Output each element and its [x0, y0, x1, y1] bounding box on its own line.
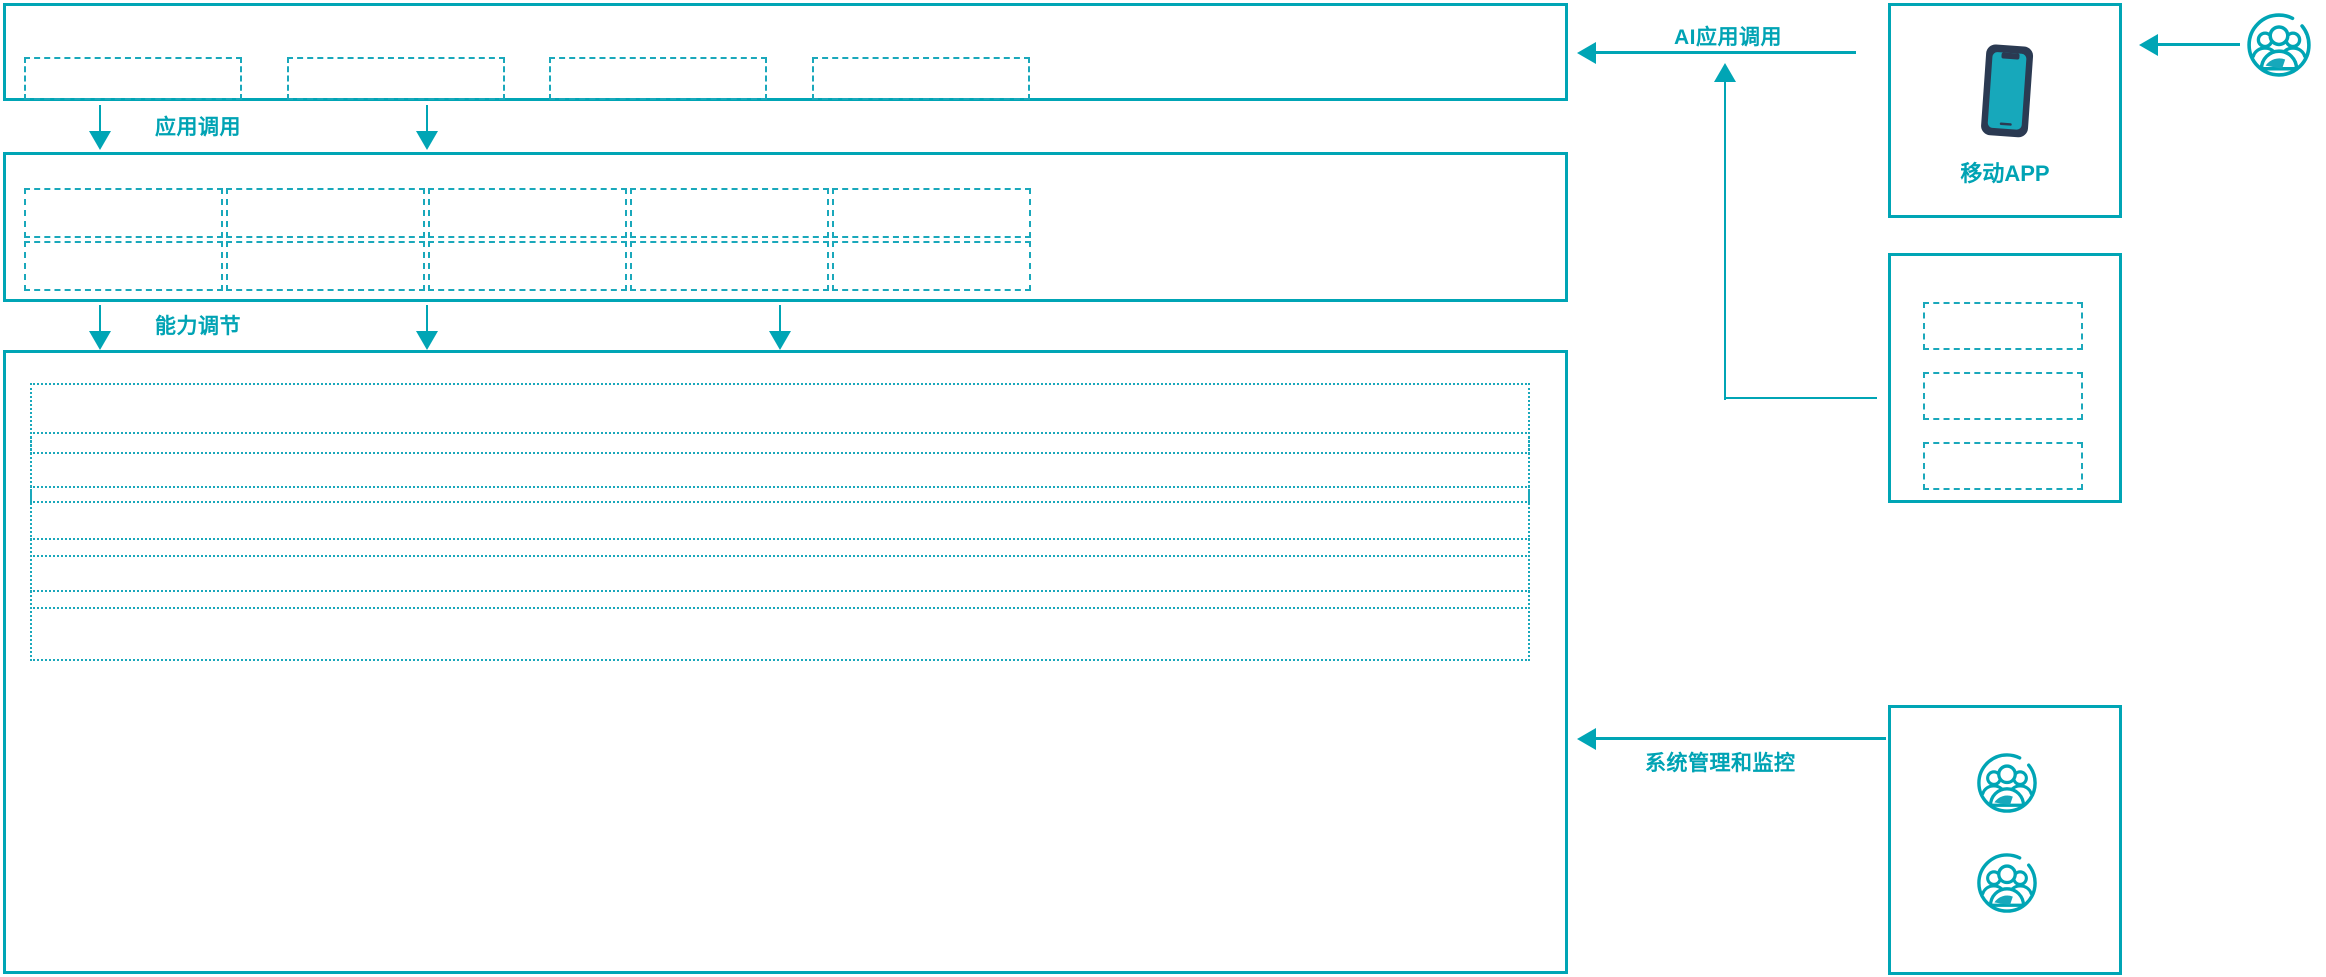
modules-to-ai-horizontal — [1724, 397, 1877, 399]
capability-adjust-label: 能力调节 — [155, 315, 241, 338]
users-group-icon — [1976, 752, 2038, 819]
capability-adjust-connector-mid — [426, 305, 428, 344]
system-manage-arrowhead — [1577, 728, 1596, 750]
application-box-3[interactable] — [549, 57, 767, 100]
capability-box-r1c4[interactable] — [630, 188, 829, 238]
application-box-1[interactable] — [24, 57, 242, 100]
enduser-to-app-line — [2158, 43, 2240, 46]
application-box-4[interactable] — [812, 57, 1030, 100]
modules-card-box-2[interactable] — [1923, 372, 2083, 420]
system-manage-line — [1596, 737, 1886, 740]
mobile-app-caption: 移动APP — [1960, 161, 2050, 186]
mobile-phone-icon — [1978, 44, 2040, 145]
capability-adjust-arrow-mid — [416, 331, 438, 350]
capability-adjust-arrow-left — [89, 331, 111, 350]
modules-card-box-1[interactable] — [1923, 302, 2083, 350]
capability-box-r2c2[interactable] — [226, 241, 425, 291]
ai-invoke-arrowhead — [1577, 42, 1596, 64]
platform-layer-panel — [3, 350, 1568, 974]
capability-adjust-connector-right — [779, 305, 781, 344]
app-invoke-arrow-left — [89, 131, 111, 150]
operators-card[interactable] — [1888, 705, 2122, 975]
enduser-to-app-arrowhead — [2139, 34, 2158, 56]
platform-bar-4[interactable] — [30, 538, 1530, 609]
capability-box-r2c5[interactable] — [832, 241, 1031, 291]
capability-box-r1c2[interactable] — [226, 188, 425, 238]
platform-bar-5[interactable] — [30, 590, 1530, 661]
users-group-icon — [2246, 12, 2312, 83]
ai-invoke-label: AI应用调用 — [1674, 26, 1782, 49]
capability-box-r1c3[interactable] — [428, 188, 627, 238]
modules-card-box-3[interactable] — [1923, 442, 2083, 490]
capability-layer-panel — [3, 152, 1568, 302]
capability-box-r2c3[interactable] — [428, 241, 627, 291]
modules-card[interactable] — [1888, 253, 2122, 503]
capability-box-r2c4[interactable] — [630, 241, 829, 291]
capability-box-r1c1[interactable] — [24, 188, 223, 238]
application-layer-panel — [3, 3, 1568, 101]
mobile-app-card[interactable]: 移动APP — [1888, 3, 2122, 218]
modules-to-ai-arrowhead — [1714, 63, 1736, 82]
capability-box-r1c5[interactable] — [832, 188, 1031, 238]
capability-box-r2c1[interactable] — [24, 241, 223, 291]
app-invoke-label: 应用调用 — [155, 116, 241, 139]
users-group-icon — [1976, 852, 2038, 919]
platform-bar-3[interactable] — [30, 486, 1530, 557]
capability-adjust-arrow-right — [769, 331, 791, 350]
platform-bar-2[interactable] — [30, 432, 1530, 503]
ai-invoke-line — [1596, 51, 1856, 54]
platform-bar-1[interactable] — [30, 383, 1530, 454]
app-invoke-arrow-mid — [416, 131, 438, 150]
system-manage-label: 系统管理和监控 — [1645, 752, 1796, 775]
app-invoke-connector-left — [99, 105, 101, 144]
app-invoke-connector-mid — [426, 105, 428, 144]
modules-to-ai-vertical — [1724, 65, 1726, 400]
application-box-2[interactable] — [287, 57, 505, 100]
capability-adjust-connector-left — [99, 305, 101, 344]
